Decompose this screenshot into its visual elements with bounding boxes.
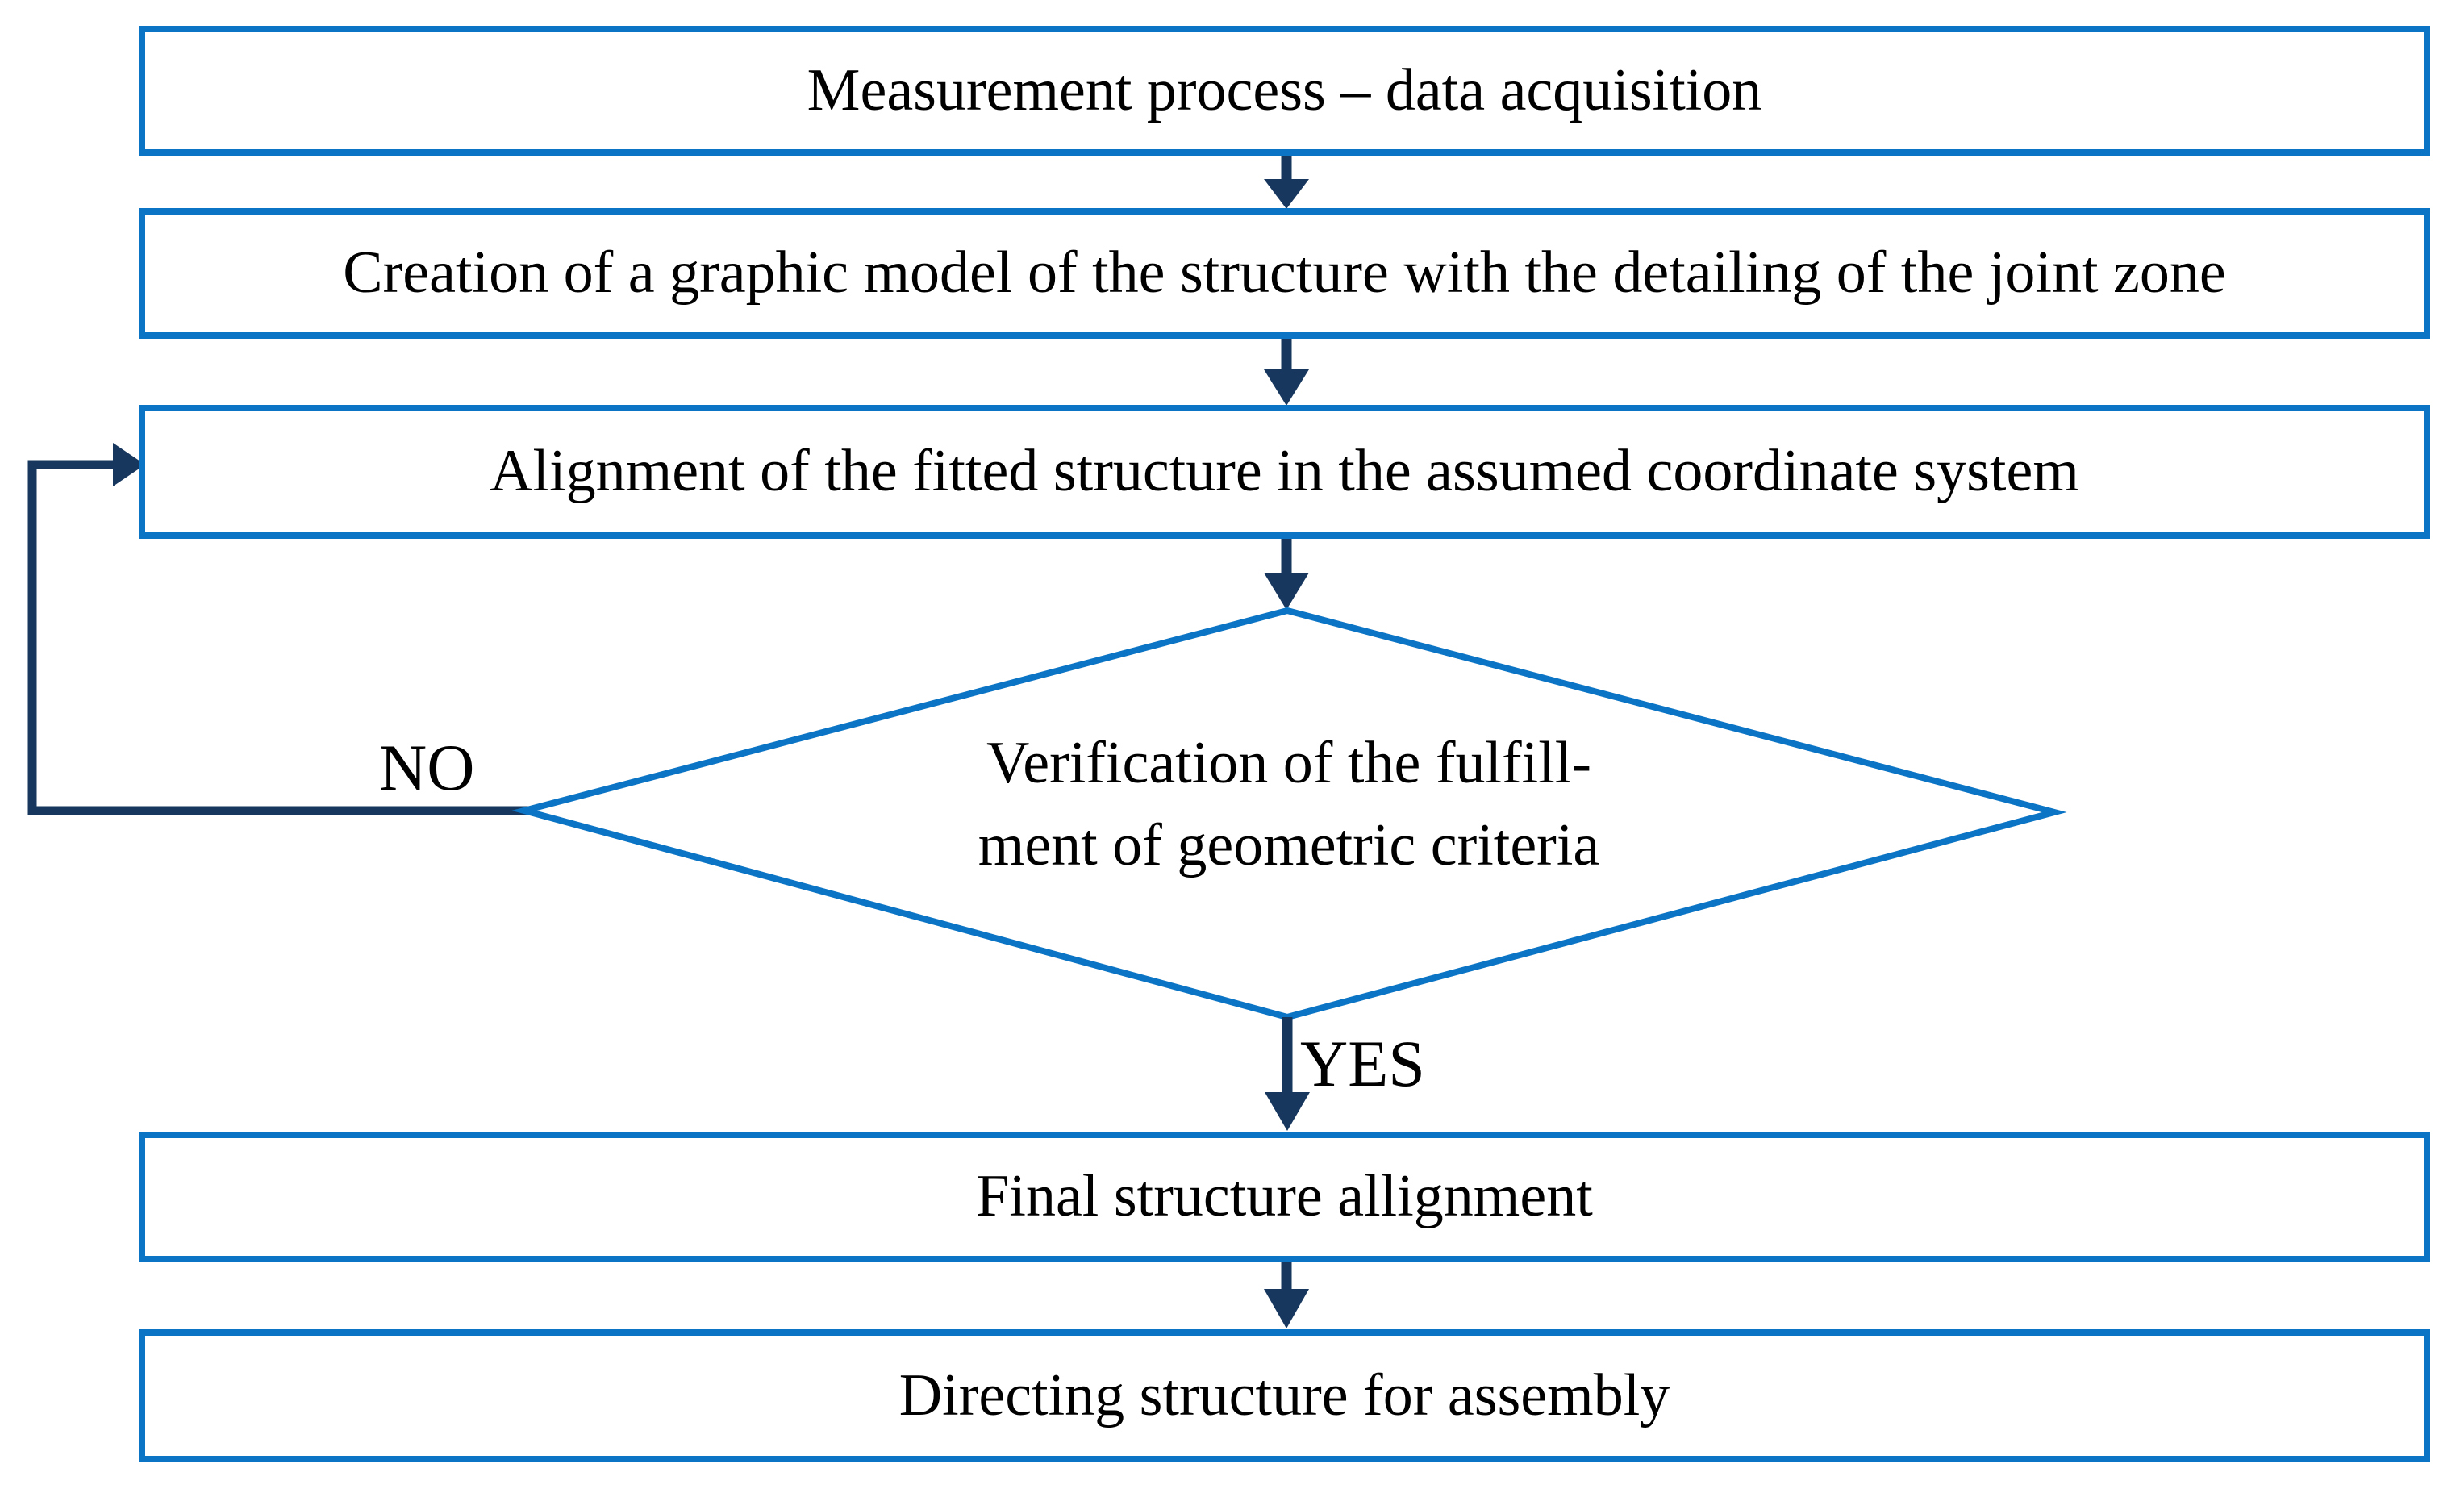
process-box-directing-assembly: Directing structure for assembly	[139, 1329, 2430, 1462]
process-box-graphic-model-label: Creation of a graphic model of the struc…	[343, 240, 2226, 307]
no-loop-line	[27, 460, 528, 815]
process-box-graphic-model: Creation of a graphic model of the struc…	[139, 208, 2430, 339]
process-box-alignment-label: Alignment of the fitted structure in the…	[490, 438, 2079, 505]
process-box-final-alignment: Final structure allignment	[139, 1132, 2430, 1262]
arrow3-head-icon	[1264, 573, 1309, 610]
arrow5-head-icon	[1264, 1289, 1309, 1328]
arrow2-head-icon	[1264, 369, 1309, 406]
no-branch-label: NO	[379, 731, 475, 804]
process-box-directing-assembly-label: Directing structure for assembly	[898, 1362, 1670, 1429]
process-box-alignment: Alignment of the fitted structure in the…	[139, 405, 2430, 539]
decision-text-line1: Verification of the fulfill-	[986, 730, 1591, 796]
decision-text-line2: ment of geometric criteria	[978, 812, 1600, 878]
no-loop-arrowhead-icon	[113, 443, 145, 486]
yes-arrow-head-icon	[1265, 1092, 1310, 1131]
process-box-measurement: Measurement process – data acquisition	[139, 26, 2430, 156]
arrow1-head-icon	[1264, 179, 1309, 209]
process-box-measurement-label: Measurement process – data acquisition	[807, 56, 1762, 123]
decision-text: Verification of the fulfill- ment of geo…	[805, 722, 1773, 886]
yes-branch-label: YES	[1300, 1027, 1425, 1100]
process-box-final-alignment-label: Final structure allignment	[976, 1163, 1593, 1230]
